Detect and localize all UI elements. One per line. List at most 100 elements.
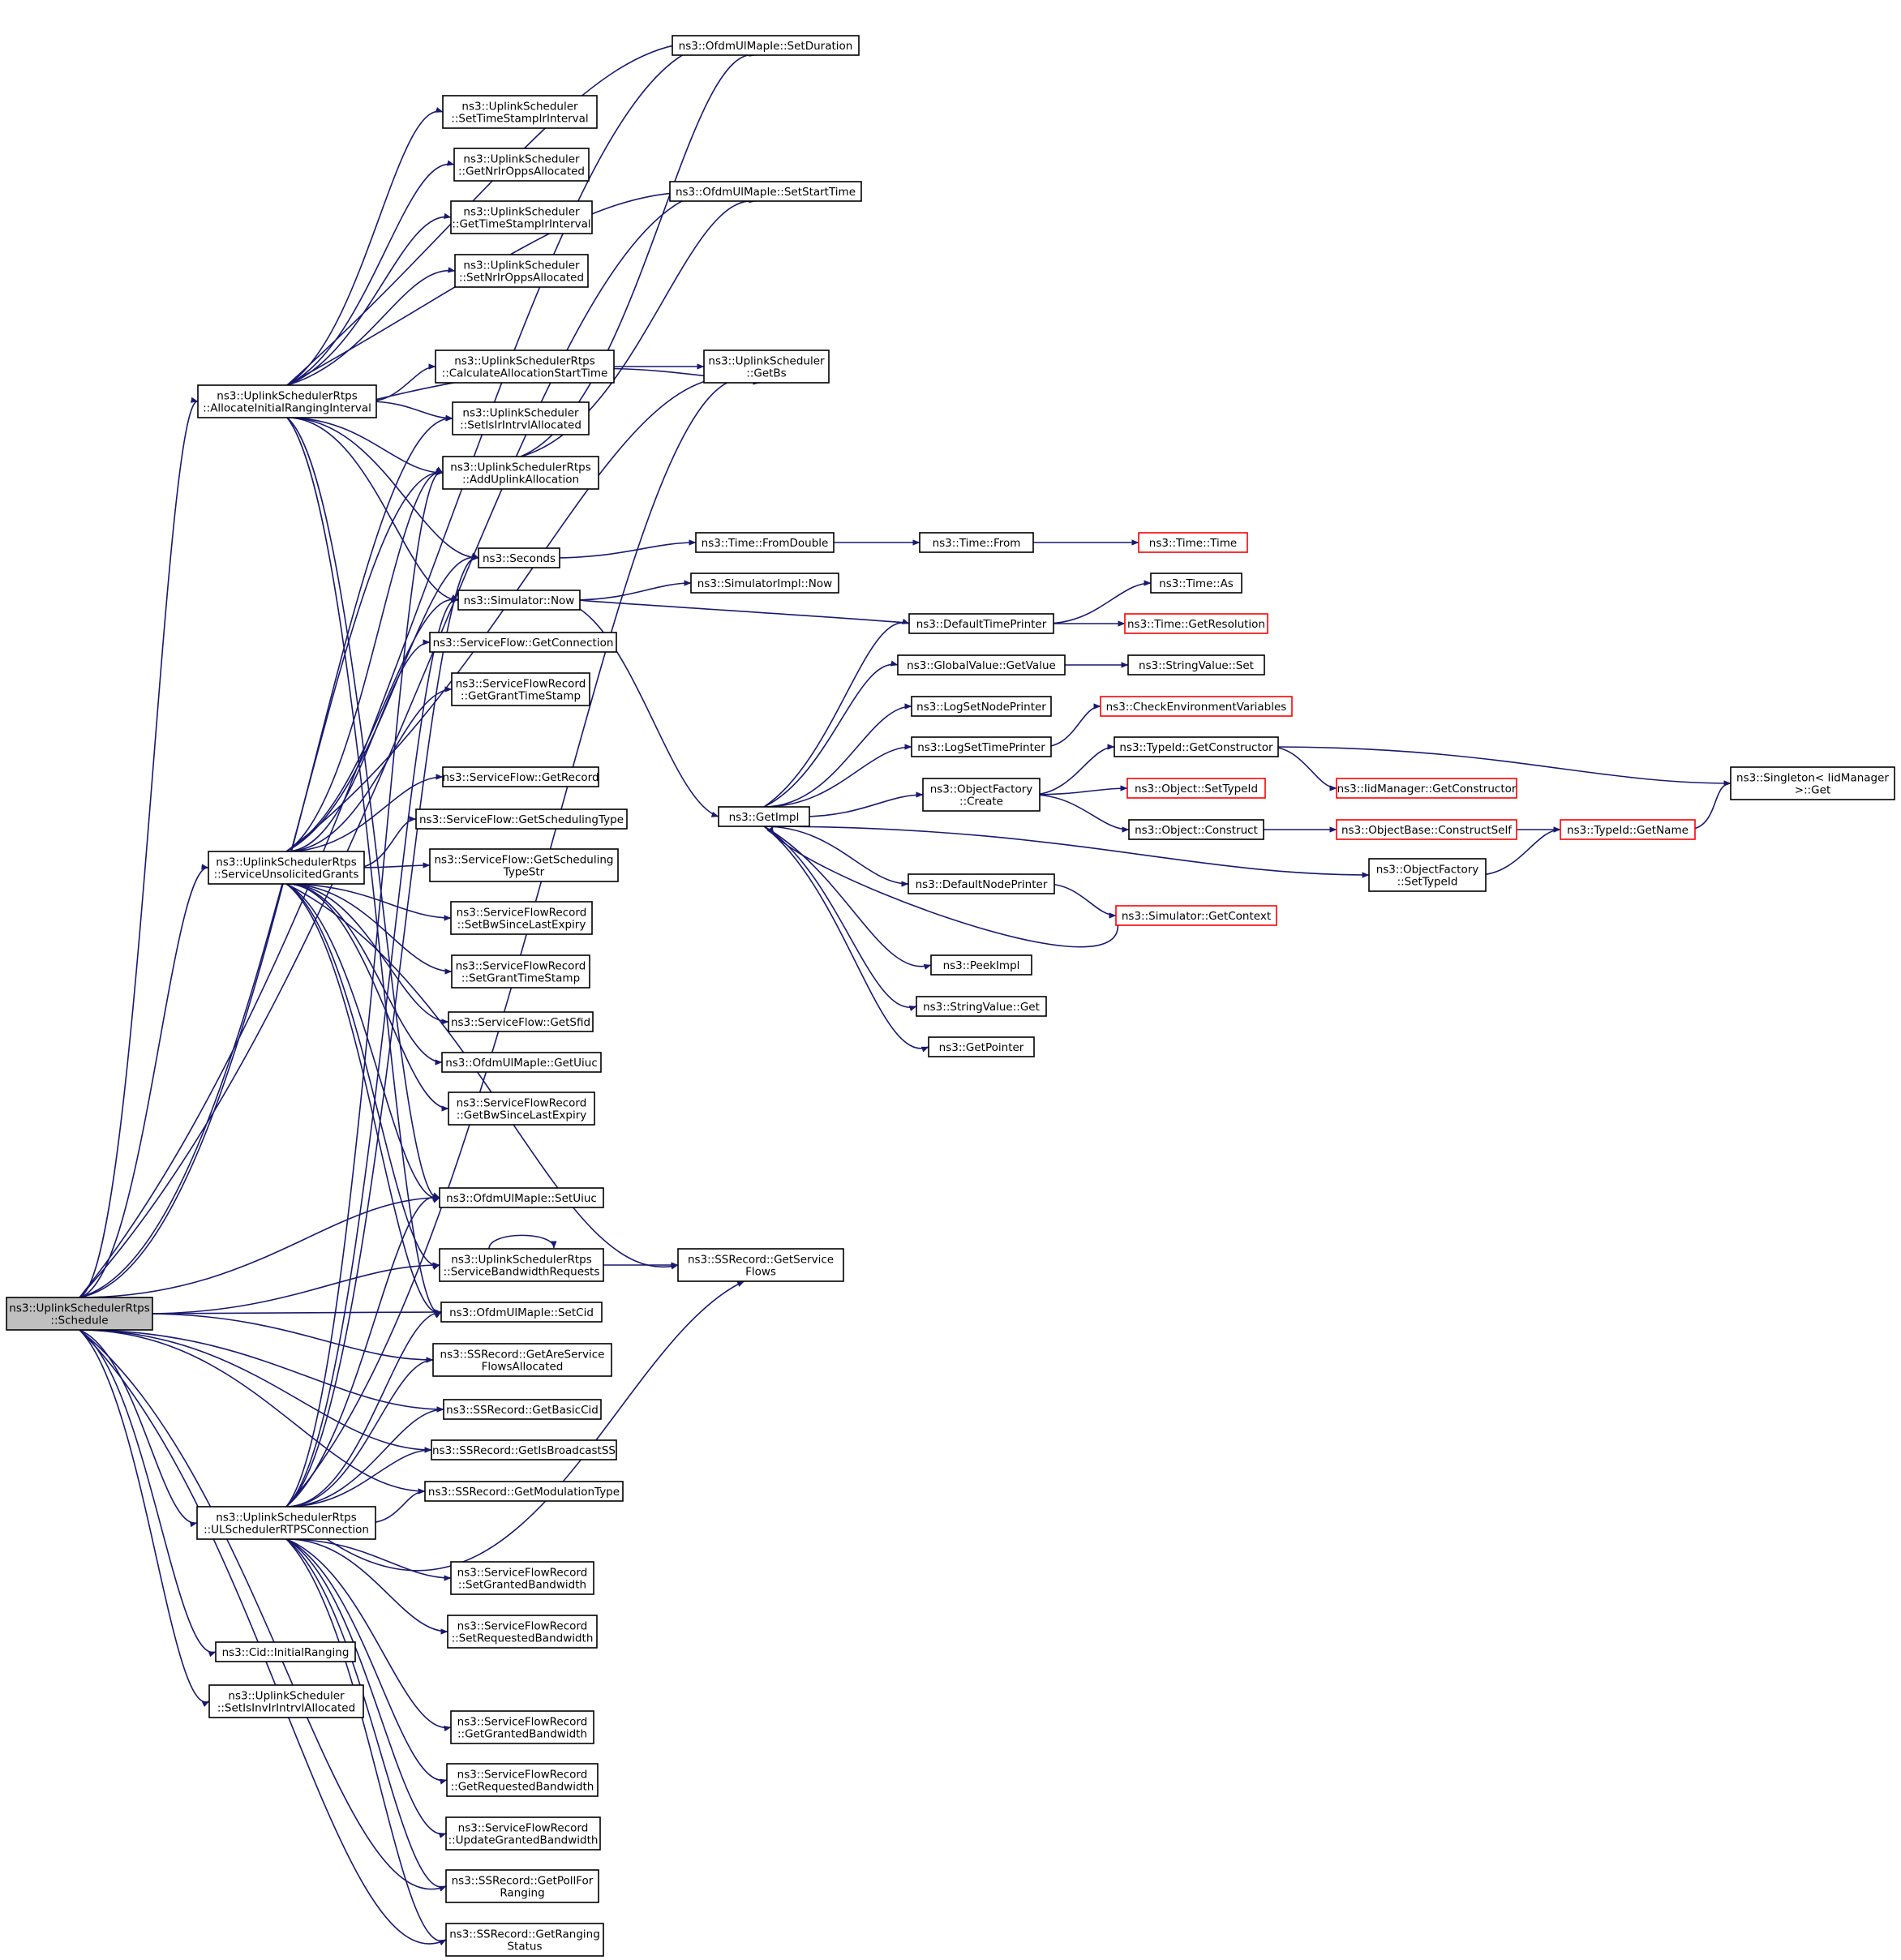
node-box bbox=[916, 996, 1047, 1017]
node-sfgetsfid[interactable]: ns3::ServiceFlow::GetSfid bbox=[448, 1011, 594, 1032]
edge-getimpl-to-peekimpl bbox=[763, 826, 932, 970]
node-seconds[interactable]: ns3::Seconds bbox=[478, 547, 560, 568]
node-calc[interactable]: ns3::UplinkSchedulerRtps::CalculateAlloc… bbox=[435, 350, 615, 384]
edge-ulrtps-to-ssgetrng bbox=[285, 1538, 447, 1946]
node-label: ns3::SSRecord::GetModulationType bbox=[428, 1486, 620, 1499]
node-getbs[interactable]: ns3::UplinkScheduler::GetBs bbox=[703, 350, 830, 384]
edge-airi-to-setisir bbox=[367, 401, 453, 422]
node-box bbox=[450, 1710, 594, 1744]
node-ssgetbc[interactable]: ns3::SSRecord::GetIsBroadcastSS bbox=[431, 1439, 617, 1460]
node-ssgetmod[interactable]: ns3::SSRecord::GetModulationType bbox=[424, 1481, 624, 1502]
node-label: ns3::ObjectBase::ConstructSelf bbox=[1341, 824, 1513, 837]
node-svset[interactable]: ns3::StringValue::Set bbox=[1127, 654, 1265, 675]
node-sfrsetgts[interactable]: ns3::ServiceFlowRecord::SetGrantTimeStam… bbox=[451, 954, 590, 989]
node-timefd[interactable]: ns3::Time::FromDouble bbox=[695, 532, 835, 553]
node-sfrgetgts[interactable]: ns3::ServiceFlowRecord::GetGrantTimeStam… bbox=[451, 672, 590, 706]
node-objsettid[interactable]: ns3::Object::SetTypeId bbox=[1126, 778, 1266, 799]
node-svget[interactable]: ns3::StringValue::Get bbox=[916, 996, 1047, 1017]
node-label: ns3::UplinkScheduler bbox=[463, 153, 580, 166]
node-ofcreate[interactable]: ns3::ObjectFactory::Create bbox=[922, 778, 1041, 812]
node-label: ns3::OfdmUlMapIe::SetStartTime bbox=[676, 186, 856, 199]
node-timefrom[interactable]: ns3::Time::From bbox=[919, 532, 1034, 553]
node-sbr[interactable]: ns3::UplinkSchedulerRtps::ServiceBandwid… bbox=[439, 1248, 604, 1282]
node-label: ns3::Object::Construct bbox=[1135, 824, 1258, 837]
node-getuiuc[interactable]: ns3::OfdmUlMapIe::GetUiuc bbox=[441, 1052, 602, 1073]
node-label: ::SetBwSinceLastExpiry bbox=[457, 919, 586, 932]
node-box bbox=[442, 456, 599, 490]
node-sfgetrec[interactable]: ns3::ServiceFlow::GetRecord bbox=[442, 766, 599, 787]
node-peekimpl[interactable]: ns3::PeekImpl bbox=[930, 954, 1032, 976]
node-getts[interactable]: ns3::UplinkScheduler::GetTimeStampIrInte… bbox=[450, 200, 593, 234]
node-sfgetst[interactable]: ns3::ServiceFlow::GetSchedulingType bbox=[415, 808, 628, 830]
edge-ulrtps-to-setcid bbox=[285, 1309, 442, 1508]
node-simimplnow[interactable]: ns3::SimulatorImpl::Now bbox=[690, 573, 839, 594]
edge-getimpl-to-ofcreate bbox=[800, 791, 924, 817]
node-sfrsetbw[interactable]: ns3::ServiceFlowRecord::SetBwSinceLastEx… bbox=[450, 901, 593, 935]
node-getimpl[interactable]: ns3::GetImpl bbox=[718, 806, 810, 827]
node-sfrsetrb[interactable]: ns3::ServiceFlowRecord::SetRequestedBand… bbox=[447, 1615, 598, 1649]
node-box bbox=[197, 384, 377, 418]
node-lstp[interactable]: ns3::LogSetTimePrinter bbox=[911, 736, 1052, 757]
edge-airi-to-seconds bbox=[286, 417, 479, 561]
node-dtp[interactable]: ns3::DefaultTimePrinter bbox=[908, 613, 1054, 634]
node-tidname[interactable]: ns3::TypeId::GetName bbox=[1560, 819, 1696, 840]
node-aua[interactable]: ns3::UplinkSchedulerRtps::AddUplinkAlloc… bbox=[442, 456, 599, 490]
node-setinv[interactable]: ns3::UplinkScheduler::SetIsInvIrIntrvlAl… bbox=[208, 1684, 364, 1718]
node-setstart[interactable]: ns3::OfdmUlMapIe::SetStartTime bbox=[669, 181, 862, 202]
edge-ulrtps-to-sfrupd bbox=[285, 1538, 447, 1838]
node-sug[interactable]: ns3::UplinkSchedulerRtps::ServiceUnsolic… bbox=[208, 851, 365, 885]
node-setnr[interactable]: ns3::UplinkScheduler::SetNrIrOppsAllocat… bbox=[454, 254, 589, 288]
node-singget[interactable]: ns3::Singleton< IidManager >::Get bbox=[1730, 766, 1895, 800]
node-objconst[interactable]: ns3::Object::Construct bbox=[1128, 819, 1264, 840]
node-dnp[interactable]: ns3::DefaultNodePrinter bbox=[908, 873, 1055, 894]
node-setdur[interactable]: ns3::OfdmUlMapIe::SetDuration bbox=[672, 35, 860, 56]
node-ssgetare[interactable]: ns3::SSRecord::GetAreServiceFlowsAllocat… bbox=[432, 1343, 612, 1377]
node-tidgc[interactable]: ns3::TypeId::GetConstructor bbox=[1114, 736, 1279, 757]
edge-sug-to-setcid bbox=[285, 883, 442, 1318]
node-cidir[interactable]: ns3::Cid::InitialRanging bbox=[215, 1641, 356, 1662]
node-setuiuc[interactable]: ns3::OfdmUlMapIe::SetUiuc bbox=[439, 1187, 604, 1208]
edge-getimpl-to-getptr bbox=[763, 826, 929, 1053]
node-simnow[interactable]: ns3::Simulator::Now bbox=[457, 590, 581, 611]
node-box bbox=[443, 1399, 602, 1420]
edge-ofcreate-to-tidgc bbox=[1031, 744, 1115, 796]
node-setts[interactable]: ns3::UplinkScheduler::SetTimeStampIrInte… bbox=[442, 95, 598, 129]
node-iidgc[interactable]: ns3::IidManager::GetConstructor bbox=[1336, 778, 1517, 799]
node-label: ns3::ServiceFlowRecord bbox=[457, 1620, 588, 1633]
node-sfgetconn[interactable]: ns3::ServiceFlow::GetConnection bbox=[429, 632, 617, 653]
node-label: ns3::UplinkScheduler bbox=[708, 355, 825, 368]
node-sfrgetgb[interactable]: ns3::ServiceFlowRecord::GetGrantedBandwi… bbox=[450, 1710, 594, 1744]
node-label: >::Get bbox=[1795, 784, 1830, 797]
edge-getimpl-to-lsnp bbox=[763, 703, 912, 808]
node-schedule[interactable]: ns3::UplinkSchedulerRtps::Schedule bbox=[6, 1297, 153, 1331]
node-sfrgetbw[interactable]: ns3::ServiceFlowRecord::GetBwSinceLastEx… bbox=[448, 1092, 595, 1126]
node-airi[interactable]: ns3::UplinkSchedulerRtps::AllocateInitia… bbox=[197, 384, 377, 418]
node-ssgetbasic[interactable]: ns3::SSRecord::GetBasicCid bbox=[443, 1399, 602, 1420]
node-gvget[interactable]: ns3::GlobalValue::GetValue bbox=[897, 654, 1066, 675]
node-setisir[interactable]: ns3::UplinkScheduler::SetIsIrIntrvlAlloc… bbox=[452, 401, 590, 435]
node-getptr[interactable]: ns3::GetPointer bbox=[928, 1036, 1035, 1057]
node-getnr[interactable]: ns3::UplinkScheduler::GetNrIrOppsAllocat… bbox=[453, 148, 590, 182]
edge-schedule-to-ssgetbc bbox=[79, 1329, 432, 1453]
node-timeres[interactable]: ns3::Time::GetResolution bbox=[1124, 613, 1268, 634]
node-sfrupd[interactable]: ns3::ServiceFlowRecord::UpdateGrantedBan… bbox=[445, 1816, 601, 1851]
node-label: ns3::UplinkScheduler bbox=[463, 259, 580, 272]
node-ofsettid[interactable]: ns3::ObjectFactory::SetTypeId bbox=[1368, 858, 1487, 892]
node-timeas[interactable]: ns3::Time::As bbox=[1150, 573, 1242, 594]
node-sfrgetrb[interactable]: ns3::ServiceFlowRecord::GetRequestedBand… bbox=[446, 1763, 599, 1797]
node-obcs[interactable]: ns3::ObjectBase::ConstructSelf bbox=[1336, 819, 1517, 840]
node-label: ns3::IidManager::GetConstructor bbox=[1337, 783, 1517, 796]
node-setcid[interactable]: ns3::OfdmUlMapIe::SetCid bbox=[440, 1302, 603, 1323]
node-sfrsetgb[interactable]: ns3::ServiceFlowRecord::SetGrantedBandwi… bbox=[450, 1561, 594, 1595]
node-timetime[interactable]: ns3::Time::Time bbox=[1138, 532, 1248, 553]
node-simctx[interactable]: ns3::Simulator::GetContext bbox=[1115, 905, 1277, 926]
node-label: ::GetGrantTimeStamp bbox=[461, 690, 581, 703]
node-lsnp[interactable]: ns3::LogSetNodePrinter bbox=[911, 696, 1052, 717]
node-cev[interactable]: ns3::CheckEnvironmentVariables bbox=[1100, 696, 1293, 717]
node-ulrtps[interactable]: ns3::UplinkSchedulerRtps::ULSchedulerRTP… bbox=[196, 1506, 376, 1540]
node-label: Ranging bbox=[500, 1887, 544, 1900]
